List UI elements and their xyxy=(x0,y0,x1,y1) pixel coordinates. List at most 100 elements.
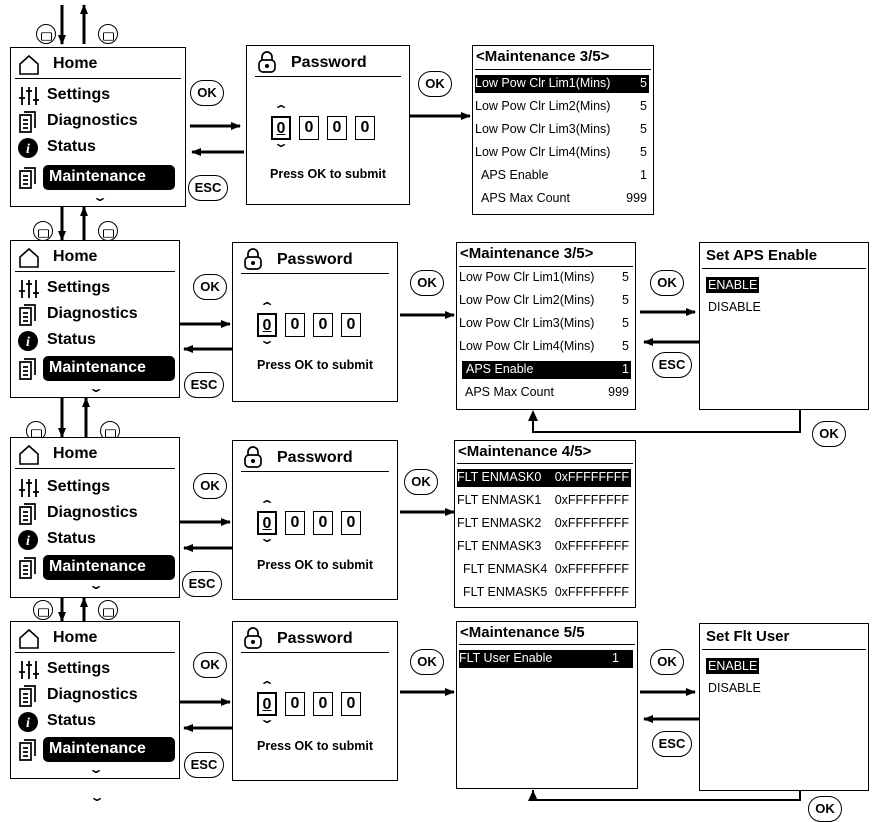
ok-button[interactable]: OK xyxy=(193,473,227,499)
pin-digit-1[interactable]: 0 xyxy=(257,511,277,535)
divider xyxy=(459,266,633,267)
ok-button[interactable]: OK xyxy=(190,80,224,106)
password-header: Password xyxy=(241,446,389,472)
padlock-icon xyxy=(258,51,276,73)
menu-item-label: Settings xyxy=(47,279,111,296)
ok-button[interactable]: OK xyxy=(193,274,227,300)
home-icon xyxy=(19,247,39,268)
option-enable[interactable]: ENABLE xyxy=(706,658,760,674)
menu-item-label: Diagnostics xyxy=(47,112,138,129)
maintenance-row[interactable]: Low Pow Clr Lim4(Mins)5 xyxy=(475,145,647,159)
maintenance-row[interactable]: Low Pow Clr Lim4(Mins)5 xyxy=(459,339,629,353)
up-down-icon[interactable] xyxy=(98,221,118,241)
ok-button[interactable]: OK xyxy=(418,71,452,97)
up-down-icon[interactable] xyxy=(98,24,118,44)
up-down-icon[interactable] xyxy=(98,600,118,620)
pin-digit-4[interactable]: 0 xyxy=(341,692,361,716)
submit-hint: Press OK to submit xyxy=(257,558,373,572)
esc-button[interactable]: ESC xyxy=(184,752,224,778)
pin-digit-1[interactable]: 0 xyxy=(257,313,277,337)
maintenance-row[interactable]: Low Pow Clr Lim3(Mins)5 xyxy=(475,122,647,136)
up-down-icon[interactable] xyxy=(36,24,56,44)
maintenance-row[interactable]: Low Pow Clr Lim3(Mins)5 xyxy=(459,316,629,330)
maintenance-title: <Maintenance 4/5> xyxy=(458,443,592,460)
info-icon: i xyxy=(18,530,38,550)
home-menu-panel: Home Settings Diagnostics i Status Maint… xyxy=(10,621,180,779)
esc-button[interactable]: ESC xyxy=(188,175,228,201)
chevron-down-icon: ⌄ xyxy=(87,762,105,776)
ok-button[interactable]: OK xyxy=(650,270,684,296)
up-down-icon[interactable] xyxy=(33,221,53,241)
maintenance-row[interactable]: Low Pow Clr Lim1(Mins)5 xyxy=(459,270,629,284)
pin-digit-2[interactable]: 0 xyxy=(299,116,319,140)
ok-button[interactable]: OK xyxy=(410,649,444,675)
pin-digit-3[interactable]: 0 xyxy=(313,313,333,337)
ok-button[interactable]: OK xyxy=(410,270,444,296)
password-title: Password xyxy=(277,251,353,268)
chevron-up-icon: ⌄ xyxy=(272,102,290,116)
pin-digit-4[interactable]: 0 xyxy=(341,511,361,535)
pin-digit-1[interactable]: 0 xyxy=(271,116,291,140)
documents-icon xyxy=(19,167,36,189)
password-header: Password xyxy=(241,248,389,274)
maintenance-row[interactable]: Low Pow Clr Lim2(Mins)5 xyxy=(475,99,647,113)
home-icon xyxy=(19,628,39,649)
pin-digit-4[interactable]: 0 xyxy=(341,313,361,337)
option-disable[interactable]: DISABLE xyxy=(708,300,761,314)
pin-digit-2[interactable]: 0 xyxy=(285,692,305,716)
pin-digit-4[interactable]: 0 xyxy=(355,116,375,140)
set-flt-user-panel: Set Flt User ENABLE DISABLE xyxy=(699,623,869,791)
esc-button[interactable]: ESC xyxy=(652,352,692,378)
ok-button[interactable]: OK xyxy=(650,649,684,675)
svg-text:i: i xyxy=(26,142,30,157)
home-menu-panel: Home Settings Diagnostics i Status Maint… xyxy=(10,437,180,598)
option-enable[interactable]: ENABLE xyxy=(706,277,760,293)
documents-icon xyxy=(19,503,36,525)
esc-button[interactable]: ESC xyxy=(182,571,222,597)
chevron-down-icon: ⌄ xyxy=(258,333,276,347)
chevron-down-icon: ⌄ xyxy=(87,381,105,395)
menu-item-label: Status xyxy=(47,712,96,729)
info-icon: i xyxy=(18,712,38,732)
maintenance-row[interactable]: Low Pow Clr Lim1(Mins)5 xyxy=(475,75,649,93)
maintenance-row[interactable]: Low Pow Clr Lim2(Mins)5 xyxy=(459,293,629,307)
maintenance-title: <Maintenance 3/5> xyxy=(460,245,594,262)
ok-button[interactable]: OK xyxy=(808,796,842,822)
padlock-icon xyxy=(244,446,262,468)
pin-digit-3[interactable]: 0 xyxy=(327,116,347,140)
ok-button[interactable]: OK xyxy=(404,469,438,495)
svg-text:i: i xyxy=(26,335,30,350)
option-disable[interactable]: DISABLE xyxy=(708,681,761,695)
up-down-icon[interactable] xyxy=(33,600,53,620)
pin-digit-3[interactable]: 0 xyxy=(313,511,333,535)
menu-item-label: Diagnostics xyxy=(47,686,138,703)
sliders-icon xyxy=(19,661,39,679)
sliders-icon xyxy=(19,280,39,298)
menu-header: Home xyxy=(15,245,175,272)
password-panel: Password ⌄ 0 0 0 0 ⌄ Press OK to submit xyxy=(232,440,398,600)
maintenance-3-panel: <Maintenance 3/5> Low Pow Clr Lim1(Mins)… xyxy=(472,45,654,215)
pin-digit-2[interactable]: 0 xyxy=(285,313,305,337)
maintenance-title: <Maintenance 5/5 xyxy=(460,624,585,641)
pin-digit-2[interactable]: 0 xyxy=(285,511,305,535)
menu-header: Home xyxy=(15,52,181,79)
esc-button[interactable]: ESC xyxy=(184,372,224,398)
menu-item-label: Status xyxy=(47,331,96,348)
ok-button[interactable]: OK xyxy=(812,421,846,447)
pin-digit-1[interactable]: 0 xyxy=(257,692,277,716)
pin-digit-3[interactable]: 0 xyxy=(313,692,333,716)
divider xyxy=(459,644,635,645)
ok-button[interactable]: OK xyxy=(193,652,227,678)
esc-button[interactable]: ESC xyxy=(652,731,692,757)
